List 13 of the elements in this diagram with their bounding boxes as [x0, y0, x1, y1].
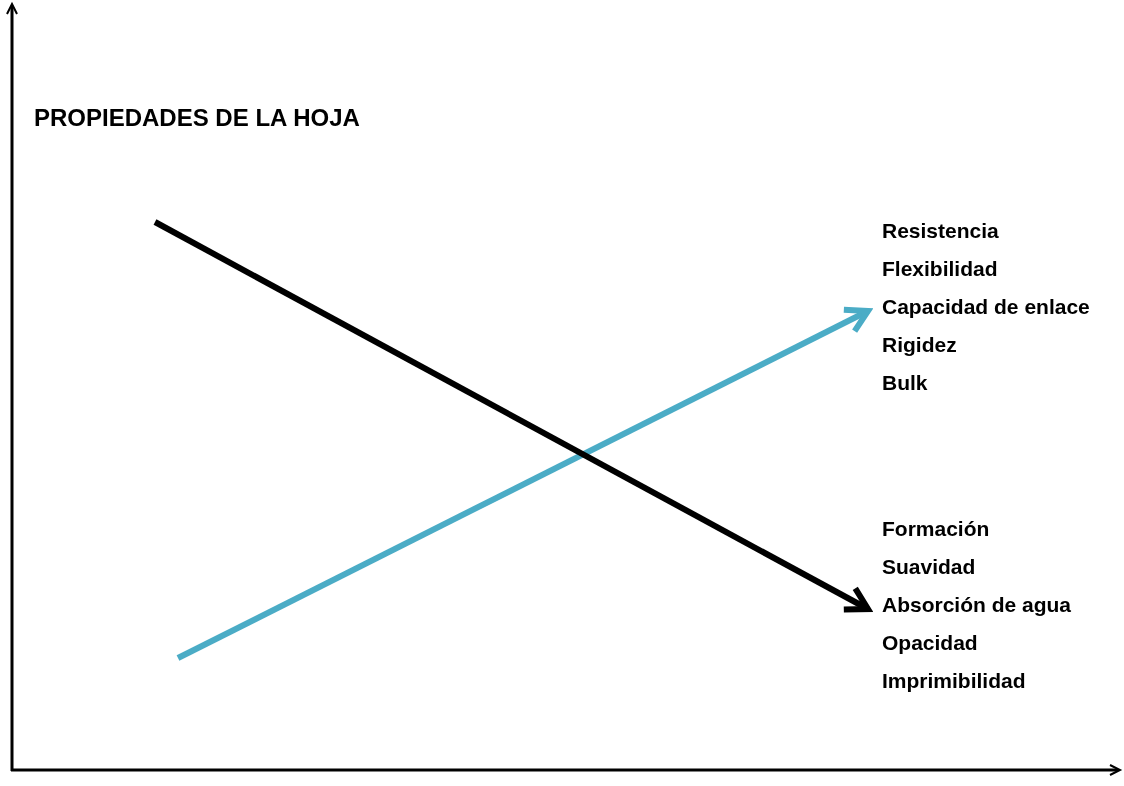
arrow	[176, 306, 871, 661]
property-label: Rigidez	[882, 332, 958, 358]
chart-title: PROPIEDADES DE LA HOJA	[34, 104, 360, 132]
property-label: Suavidad	[882, 554, 977, 580]
property-label: Flexibilidad	[882, 256, 999, 282]
property-label: Formación	[882, 516, 991, 542]
property-label: Bulk	[882, 370, 929, 396]
property-label: Capacidad de enlace	[882, 294, 1090, 320]
property-label: Opacidad	[882, 630, 979, 656]
property-label: Imprimibilidad	[882, 668, 1027, 694]
property-label: Absorción de agua	[882, 592, 1072, 618]
arrow	[153, 219, 871, 613]
property-label: Resistencia	[882, 218, 1000, 244]
